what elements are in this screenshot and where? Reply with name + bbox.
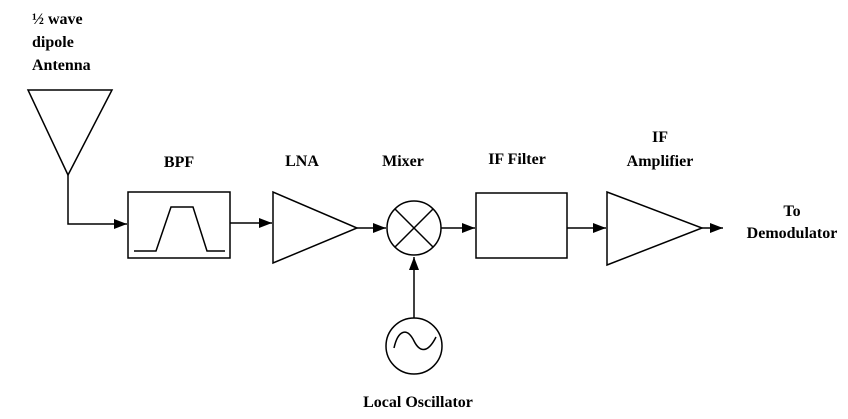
if-filter-label: IF Filter <box>488 151 546 168</box>
antenna-to-bpf-arrow <box>67 175 127 229</box>
if-amplifier-label-line1: IF <box>652 129 668 146</box>
output-label: To Demodulator <box>722 201 848 245</box>
if-amplifier-triangle-icon <box>606 190 705 267</box>
dipole-antenna-icon <box>26 89 114 177</box>
antenna-label: ½ wave dipole Antenna <box>32 8 91 77</box>
antenna-label-line1: ½ wave <box>32 11 83 28</box>
bpf-label: BPF <box>163 154 195 171</box>
lna-amplifier-triangle-icon <box>272 190 359 265</box>
lna-label: LNA <box>285 153 319 170</box>
if-filter-box <box>475 192 568 259</box>
bpf-box <box>127 191 231 259</box>
mixer-cross-line-2 <box>394 208 434 248</box>
sine-wave-icon <box>393 331 437 351</box>
output-label-line1: To <box>783 203 801 220</box>
antenna-label-line3: Antenna <box>32 57 91 74</box>
output-label-line2: Demodulator <box>746 225 838 242</box>
mixer-label: Mixer <box>382 153 424 170</box>
local-oscillator-label: Local Oscillator <box>363 394 473 411</box>
bandpass-response-icon <box>134 206 225 252</box>
antenna-label-line2: dipole <box>32 34 74 51</box>
if-amplifier-label-line2: Amplifier <box>626 153 694 170</box>
if-amplifier-label: IF Amplifier <box>600 126 720 174</box>
